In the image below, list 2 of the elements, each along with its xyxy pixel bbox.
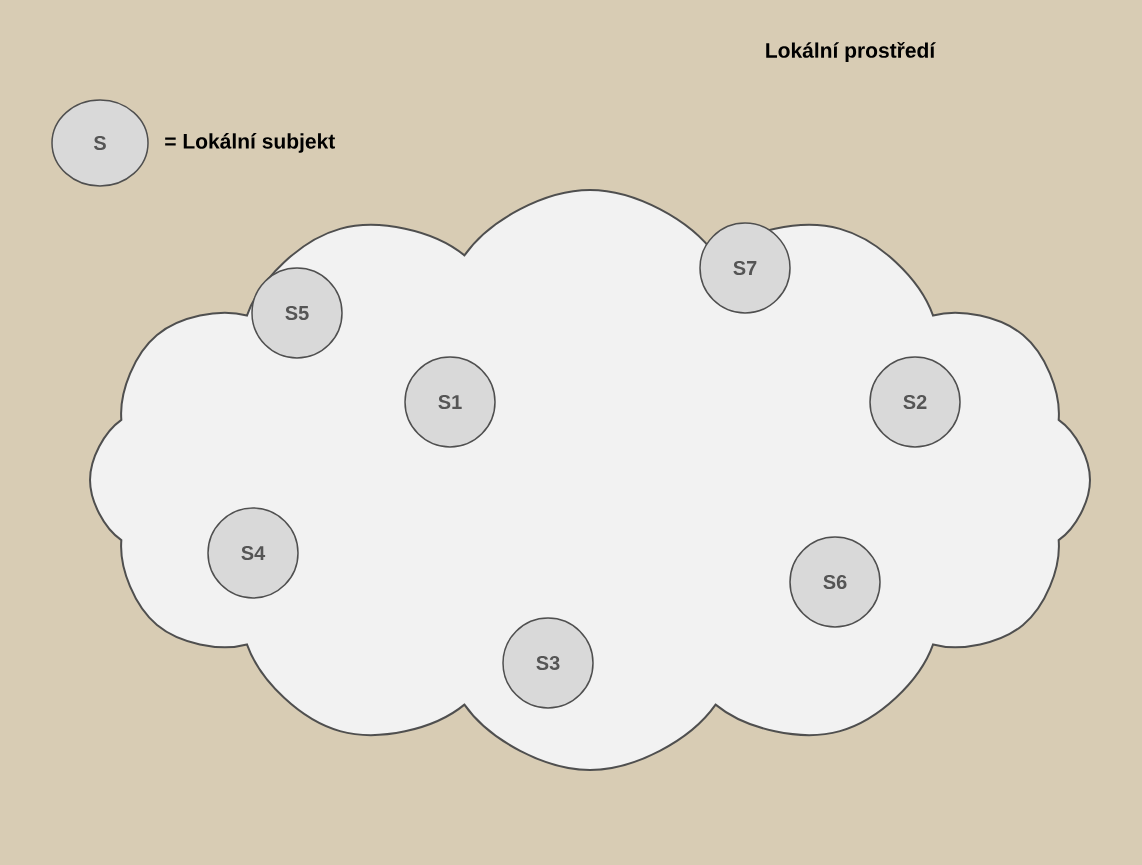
title: Lokální prostředí xyxy=(766,41,936,62)
legend-text: = Lokální subjekt xyxy=(165,133,335,153)
